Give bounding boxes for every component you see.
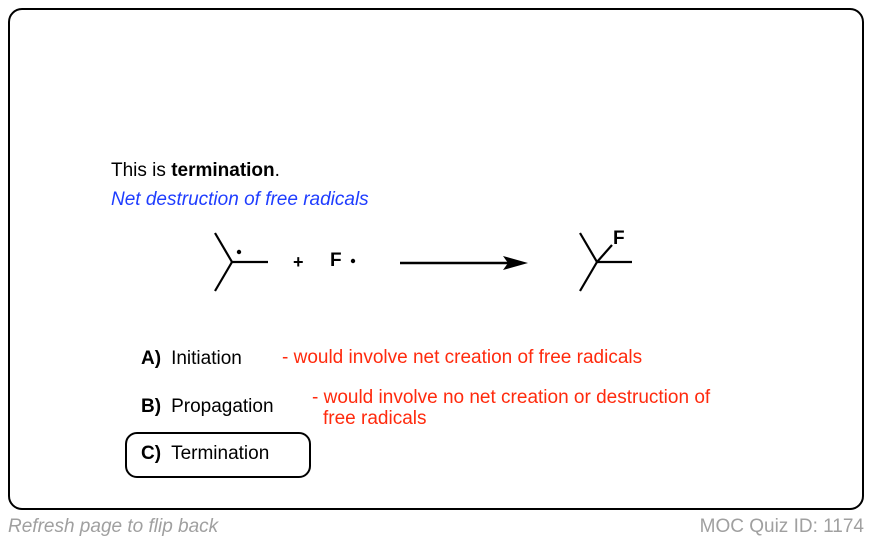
option-c[interactable]: C)Termination [141, 443, 270, 464]
quiz-card[interactable] [8, 8, 864, 510]
option-b[interactable]: B)Propagation [141, 396, 274, 417]
option-b-note: - would involve no net creation or destr… [312, 387, 711, 429]
reaction-arrow [400, 256, 528, 270]
selected-answer-outline [125, 432, 311, 478]
product-structure [579, 232, 632, 292]
explanation-subtitle: Net destruction of free radicals [111, 189, 369, 210]
explanation-heading: This is termination. [111, 160, 280, 181]
flip-back-hint: Refresh page to flip back [8, 516, 219, 537]
fluorine-radical-dot [350, 258, 356, 264]
option-a-note: - would involve net creation of free rad… [282, 347, 643, 368]
quiz-id: MOC Quiz ID: 1174 [699, 516, 864, 537]
plus-sign: + [293, 252, 304, 272]
isobutyl-radical [214, 232, 268, 292]
product-fluorine-atom: F [613, 228, 625, 249]
option-a[interactable]: A)Initiation [141, 348, 242, 369]
fluorine-atom: F [330, 250, 342, 271]
radical-dot [236, 249, 242, 255]
